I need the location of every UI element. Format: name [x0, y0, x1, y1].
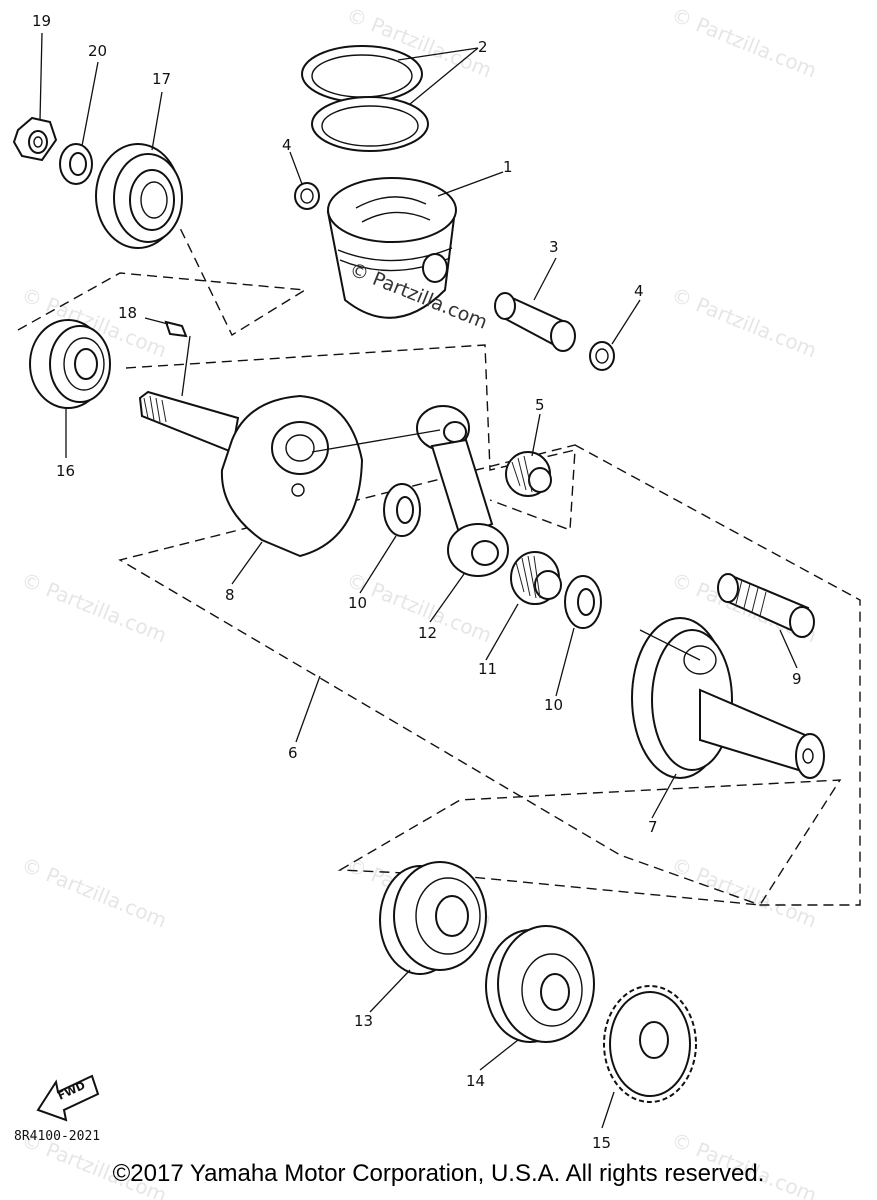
watermark: © Partzilla.com — [18, 852, 170, 932]
crankshaft-right-part-7 — [631, 617, 825, 779]
callout-9: 9 — [792, 670, 802, 688]
bearing-part-16 — [29, 319, 111, 409]
callout-2: 2 — [478, 38, 488, 56]
callout-4-top: 4 — [282, 136, 292, 154]
callout-20: 20 — [88, 42, 107, 60]
callout-11: 11 — [478, 660, 497, 678]
callout-18: 18 — [118, 304, 137, 322]
piston-pin-part-3 — [494, 292, 576, 352]
crankshaft-left-part-8 — [138, 390, 364, 558]
callout-12: 12 — [418, 624, 437, 642]
callout-5: 5 — [535, 396, 545, 414]
watermark: © Partzilla.com — [668, 852, 820, 932]
leader-lines — [39, 32, 798, 1129]
callout-8: 8 — [225, 586, 235, 604]
oil-seal-part-17 — [95, 143, 183, 249]
big-end-bearing-part-11 — [510, 551, 562, 605]
small-end-bearing-part-5 — [505, 451, 552, 497]
callout-4-right: 4 — [634, 282, 644, 300]
circlip-part-4-top — [294, 182, 320, 210]
copyright-notice: ©2017 Yamaha Motor Corporation, U.S.A. A… — [112, 1160, 765, 1187]
crank-pin-part-9 — [717, 573, 815, 638]
callout-10-left: 10 — [348, 594, 367, 612]
watermark: © Partzilla.com — [668, 282, 820, 362]
watermark: © Partzilla.com — [668, 2, 820, 82]
woodruff-key-part-18 — [164, 320, 188, 338]
callout-7: 7 — [648, 818, 658, 836]
oil-seal-part-14 — [485, 925, 595, 1043]
callout-numbers: 1 2 3 4 4 5 6 7 8 9 10 10 11 12 13 14 15… — [32, 12, 802, 1152]
forward-arrow-icon: FWD — [36, 1074, 100, 1122]
thrust-washer-part-10-right — [564, 575, 602, 629]
connecting-rod-part-12 — [416, 405, 509, 577]
callout-10-right: 10 — [544, 696, 563, 714]
callout-16: 16 — [56, 462, 75, 480]
callout-3: 3 — [549, 238, 559, 256]
callout-19: 19 — [32, 12, 51, 30]
gear-part-15 — [603, 985, 697, 1103]
bearing-part-13 — [379, 861, 487, 975]
circlip-part-4-right — [589, 341, 615, 371]
piston-part-1 — [326, 177, 457, 319]
thrust-washer-part-10-left — [383, 483, 421, 537]
diagram-code: 8R4100-2021 — [14, 1129, 101, 1144]
washer-part-20 — [59, 143, 93, 185]
callout-1: 1 — [503, 158, 513, 176]
callout-14: 14 — [466, 1072, 485, 1090]
callout-17: 17 — [152, 70, 171, 88]
watermark: © Partzilla.com — [18, 567, 170, 647]
callout-13: 13 — [354, 1012, 373, 1030]
callout-6: 6 — [288, 744, 298, 762]
piston-rings-part-2 — [301, 45, 429, 152]
nut-part-19 — [12, 116, 58, 162]
callout-15: 15 — [592, 1134, 611, 1152]
